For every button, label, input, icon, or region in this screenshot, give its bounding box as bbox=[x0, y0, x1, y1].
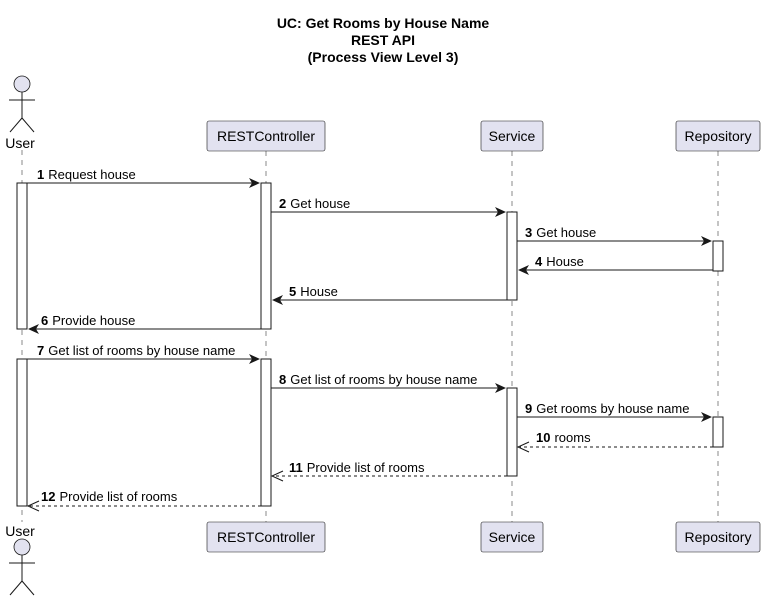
actor-head-icon bbox=[13, 538, 31, 556]
arrowhead-icon bbox=[495, 383, 506, 393]
arrowhead-icon bbox=[249, 178, 260, 188]
arrowhead-icon bbox=[518, 265, 529, 275]
participant-box-repository-top bbox=[675, 120, 761, 152]
participant-label-restcontroller-top: RESTController bbox=[217, 128, 315, 144]
participant-box-service-top bbox=[480, 120, 544, 152]
participant-label-repository-bottom: Repository bbox=[685, 529, 752, 545]
activation-service-1 bbox=[506, 211, 518, 301]
diagram-subtitle: REST API bbox=[351, 32, 415, 48]
activation-service-2 bbox=[506, 387, 518, 477]
actor-leg-right bbox=[21, 580, 35, 596]
participant-box-service-bottom bbox=[480, 521, 544, 553]
diagram-title: UC: Get Rooms by House Name bbox=[277, 15, 490, 31]
arrowhead-icon bbox=[495, 207, 506, 217]
actor-leg-left bbox=[9, 117, 23, 133]
participant-box-restcontroller-bottom bbox=[206, 521, 326, 553]
participant-box-restcontroller-top bbox=[206, 120, 326, 152]
participant-label-user-bottom: User bbox=[5, 523, 35, 539]
activation-restcontroller-1 bbox=[260, 182, 272, 330]
participant-box-repository-bottom bbox=[675, 521, 761, 553]
participant-label-service-top: Service bbox=[489, 128, 536, 144]
actor-leg-right bbox=[21, 117, 35, 133]
arrowhead-icon bbox=[249, 354, 260, 364]
actor-user-bottom bbox=[9, 538, 35, 596]
activation-user-1 bbox=[16, 182, 28, 330]
arrowhead-icon bbox=[701, 412, 712, 422]
activation-repository-2 bbox=[712, 416, 724, 448]
activation-repository-1 bbox=[712, 240, 724, 272]
arrowhead-icon bbox=[28, 324, 39, 334]
participant-label-restcontroller-bottom: RESTController bbox=[217, 529, 315, 545]
participant-label-service-bottom: Service bbox=[489, 529, 536, 545]
participant-label-repository-top: Repository bbox=[685, 128, 752, 144]
arrowhead-open-icon bbox=[26, 500, 40, 512]
activation-restcontroller-2 bbox=[260, 358, 272, 507]
arrowhead-icon bbox=[272, 295, 283, 305]
actor-head-icon bbox=[13, 75, 31, 93]
diagram-view-level: (Process View Level 3) bbox=[308, 49, 459, 65]
arrowhead-open-icon bbox=[270, 470, 284, 482]
arrowhead-icon bbox=[701, 236, 712, 246]
actor-leg-left bbox=[9, 580, 23, 596]
actor-user-top bbox=[9, 75, 35, 133]
arrowhead-open-icon bbox=[516, 441, 530, 453]
participant-label-user-top: User bbox=[5, 135, 35, 151]
activation-user-2 bbox=[16, 358, 28, 507]
